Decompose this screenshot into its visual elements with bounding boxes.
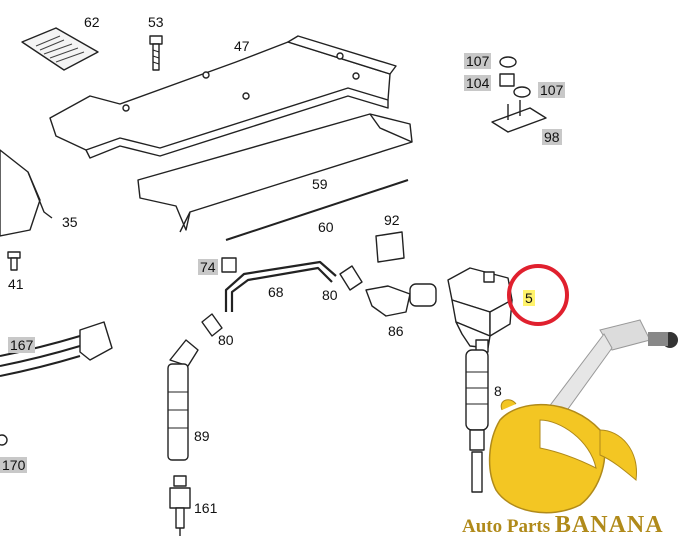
part-label-86: 86: [388, 323, 404, 339]
rod-60: [225, 179, 409, 241]
part-label-107a: 107: [464, 53, 492, 69]
part-label-98: 98: [542, 129, 562, 145]
bracket-92: [375, 231, 405, 263]
part-label-161: 161: [194, 500, 218, 516]
plug-cap-86: [365, 283, 437, 317]
part-label-8: 8: [494, 383, 502, 399]
part-label-74: 74: [198, 259, 218, 275]
watermark-text-b: BANANA: [554, 512, 664, 538]
part-label-80b: 80: [218, 332, 234, 348]
coil-plug-8: [465, 349, 489, 493]
plug-boot-89: [167, 339, 199, 461]
fittings-98: [491, 56, 547, 133]
bracket-35: [0, 149, 53, 237]
bolt-53: [149, 35, 163, 71]
watermark-graphic: [488, 319, 678, 514]
label-plate-62: [21, 27, 99, 71]
part-label-59: 59: [312, 176, 328, 192]
part-label-80a: 80: [322, 287, 338, 303]
connector-80b: [201, 313, 223, 337]
part-label-47: 47: [234, 38, 250, 54]
connector-80a: [339, 265, 363, 291]
callout-circle: [507, 264, 569, 326]
part-label-5: 5: [523, 290, 535, 306]
spark-plug-161: [169, 475, 191, 536]
part-label-107b: 107: [538, 82, 566, 98]
part-label-92: 92: [384, 212, 400, 228]
clip-74: [221, 257, 237, 273]
part-label-104: 104: [464, 75, 492, 91]
ignition-lead-68: [224, 260, 337, 312]
part-label-89: 89: [194, 428, 210, 444]
part-label-35: 35: [62, 214, 78, 230]
part-170: [0, 434, 8, 446]
part-label-68: 68: [268, 284, 284, 300]
screw-41: [7, 251, 21, 271]
engine-cover-59: [137, 113, 413, 233]
part-label-170: 170: [0, 457, 28, 473]
part-label-53: 53: [148, 14, 164, 30]
cable-167: [0, 321, 113, 377]
ignition-coil-5: [447, 267, 513, 353]
watermark-text-a: Auto Parts: [462, 516, 555, 537]
part-label-62: 62: [84, 14, 100, 30]
engine-cover-47: [49, 35, 397, 159]
part-label-41: 41: [8, 276, 24, 292]
part-label-167: 167: [8, 337, 36, 353]
watermark-text: Auto Parts BANANA: [462, 512, 664, 539]
part-label-60: 60: [318, 219, 334, 235]
